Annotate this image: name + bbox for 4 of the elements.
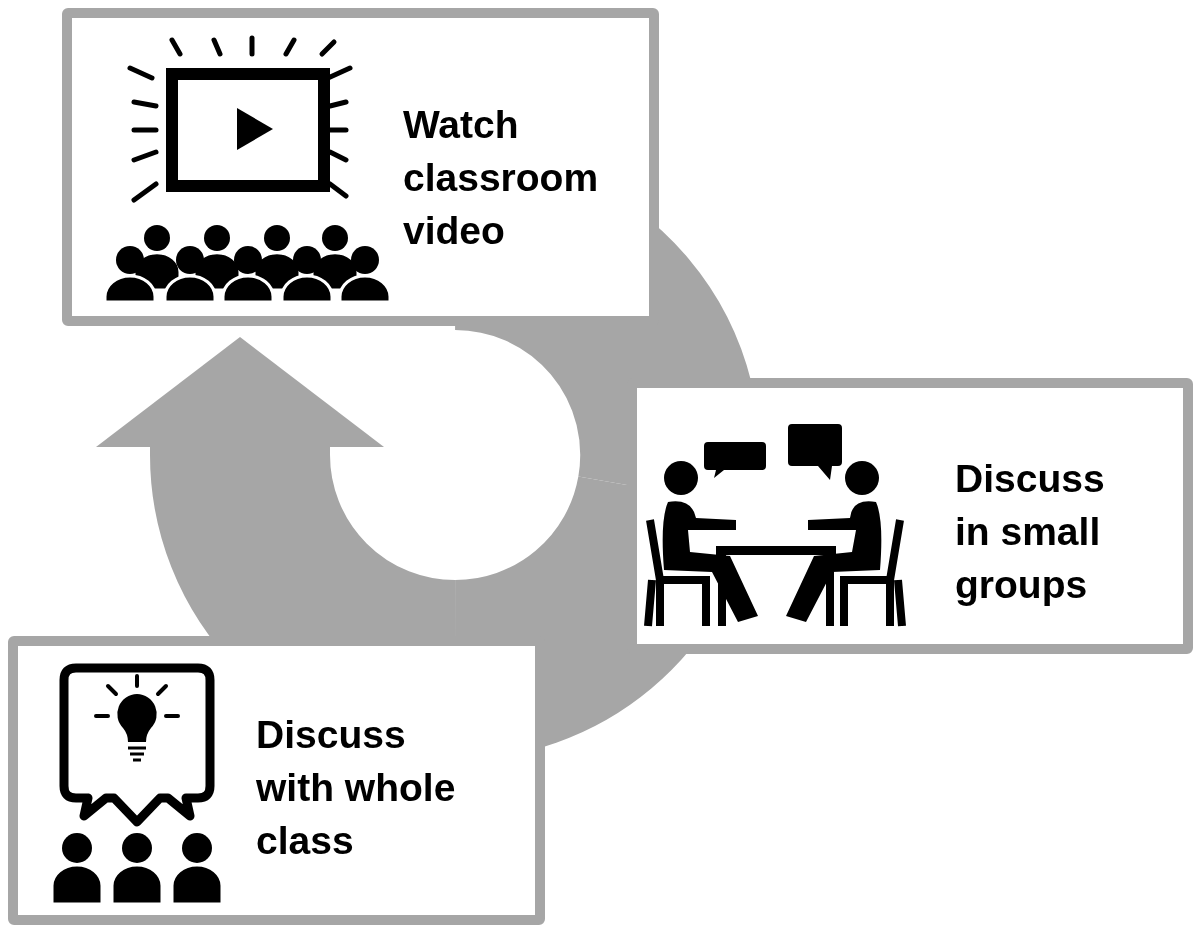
step-label: Discuss with whole class [256, 712, 457, 864]
step-box [8, 636, 545, 925]
step-label: Discuss in small groups [955, 456, 1106, 608]
step-label: Watch classroom video [403, 102, 600, 254]
